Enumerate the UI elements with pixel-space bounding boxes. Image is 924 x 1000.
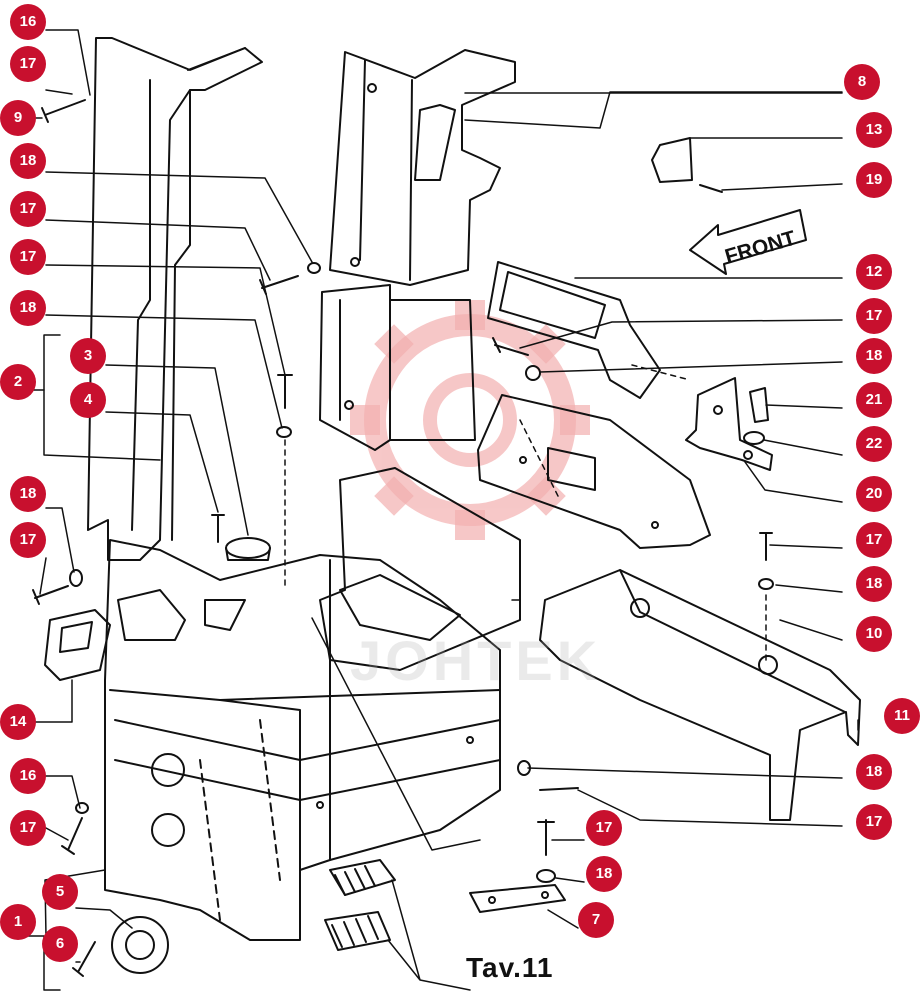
left-column-bracket <box>171 89 191 541</box>
callout-17[interactable]: 17 <box>856 298 892 334</box>
leader-lines <box>17 29 859 991</box>
callout-3[interactable]: 3 <box>70 338 106 374</box>
callout-1[interactable]: 1 <box>0 904 36 940</box>
callout-19[interactable]: 19 <box>856 162 892 198</box>
top-cover-box <box>487 261 661 399</box>
cap-part <box>225 537 271 559</box>
washer-16-lower <box>75 802 89 814</box>
callout-17[interactable]: 17 <box>856 804 892 840</box>
screw-4 <box>211 514 225 543</box>
callout-5[interactable]: 5 <box>42 874 78 910</box>
washer-18-console <box>525 365 541 381</box>
screw-17-console <box>492 337 529 356</box>
callout-10[interactable]: 10 <box>856 616 892 652</box>
tank-top-panel <box>319 467 521 671</box>
callout-17[interactable]: 17 <box>10 522 46 558</box>
console-panel <box>477 394 711 549</box>
hook-13 <box>651 137 693 183</box>
callout-20[interactable]: 20 <box>856 476 892 512</box>
washer-18-bottom <box>536 869 556 883</box>
callout-13[interactable]: 13 <box>856 112 892 148</box>
washer-18-middle <box>276 426 292 438</box>
front-label: FRONT <box>722 227 798 269</box>
callout-18[interactable]: 18 <box>10 290 46 326</box>
callout-22[interactable]: 22 <box>856 426 892 462</box>
screw-17-right <box>759 532 773 561</box>
callout-17[interactable]: 17 <box>10 810 46 846</box>
callout-18[interactable]: 18 <box>856 566 892 602</box>
upper-column-part <box>329 49 516 286</box>
right-hood <box>539 569 861 821</box>
washer-18-right <box>758 578 774 590</box>
front-arrow-icon <box>689 209 807 275</box>
screw-17-mid <box>539 787 579 791</box>
washer-18-upper <box>307 262 321 274</box>
assembly-dashed-lines <box>284 364 767 666</box>
bushing-part <box>111 916 169 974</box>
callout-17[interactable]: 17 <box>10 46 46 82</box>
left-column-inner <box>131 79 151 531</box>
watermark-text: JOHTEK <box>350 629 602 692</box>
screw-17-vertical <box>277 374 293 409</box>
callout-17[interactable]: 17 <box>856 522 892 558</box>
callout-18[interactable]: 18 <box>856 754 892 790</box>
watermark-gear-teeth <box>350 300 590 540</box>
callout-16[interactable]: 16 <box>10 758 46 794</box>
lid-part <box>44 609 111 681</box>
callout-4[interactable]: 4 <box>70 382 106 418</box>
hinge-bracket <box>685 377 773 471</box>
callout-12[interactable]: 12 <box>856 254 892 290</box>
screw-17-lower-left <box>61 817 83 855</box>
figure-caption: Tav.11 <box>466 952 554 983</box>
left-column-part <box>87 37 263 561</box>
screw-17-bottom <box>537 819 555 856</box>
callout-6[interactable]: 6 <box>42 926 78 962</box>
callout-17[interactable]: 17 <box>10 191 46 227</box>
screw-17-left <box>32 585 69 605</box>
callout-11[interactable]: 11 <box>884 698 920 734</box>
callout-14[interactable]: 14 <box>0 704 36 740</box>
washer-18-left <box>69 569 83 587</box>
callout-7[interactable]: 7 <box>578 902 614 938</box>
main-body <box>104 539 501 941</box>
callout-17[interactable]: 17 <box>586 810 622 846</box>
callout-18[interactable]: 18 <box>10 476 46 512</box>
callout-16[interactable]: 16 <box>10 4 46 40</box>
callout-21[interactable]: 21 <box>856 382 892 418</box>
screw-9 <box>41 99 86 123</box>
callout-18[interactable]: 18 <box>10 143 46 179</box>
upper-hose <box>329 859 396 896</box>
callout-9[interactable]: 9 <box>0 100 36 136</box>
screw-6 <box>72 941 96 977</box>
screw-19 <box>699 184 723 193</box>
callout-18[interactable]: 18 <box>586 856 622 892</box>
callout-18[interactable]: 18 <box>856 338 892 374</box>
callout-17[interactable]: 17 <box>10 239 46 275</box>
plate-part <box>469 884 566 913</box>
callout-2[interactable]: 2 <box>0 364 36 400</box>
callout-8[interactable]: 8 <box>844 64 880 100</box>
lower-hose <box>324 911 391 951</box>
lower-column-part <box>319 284 476 451</box>
